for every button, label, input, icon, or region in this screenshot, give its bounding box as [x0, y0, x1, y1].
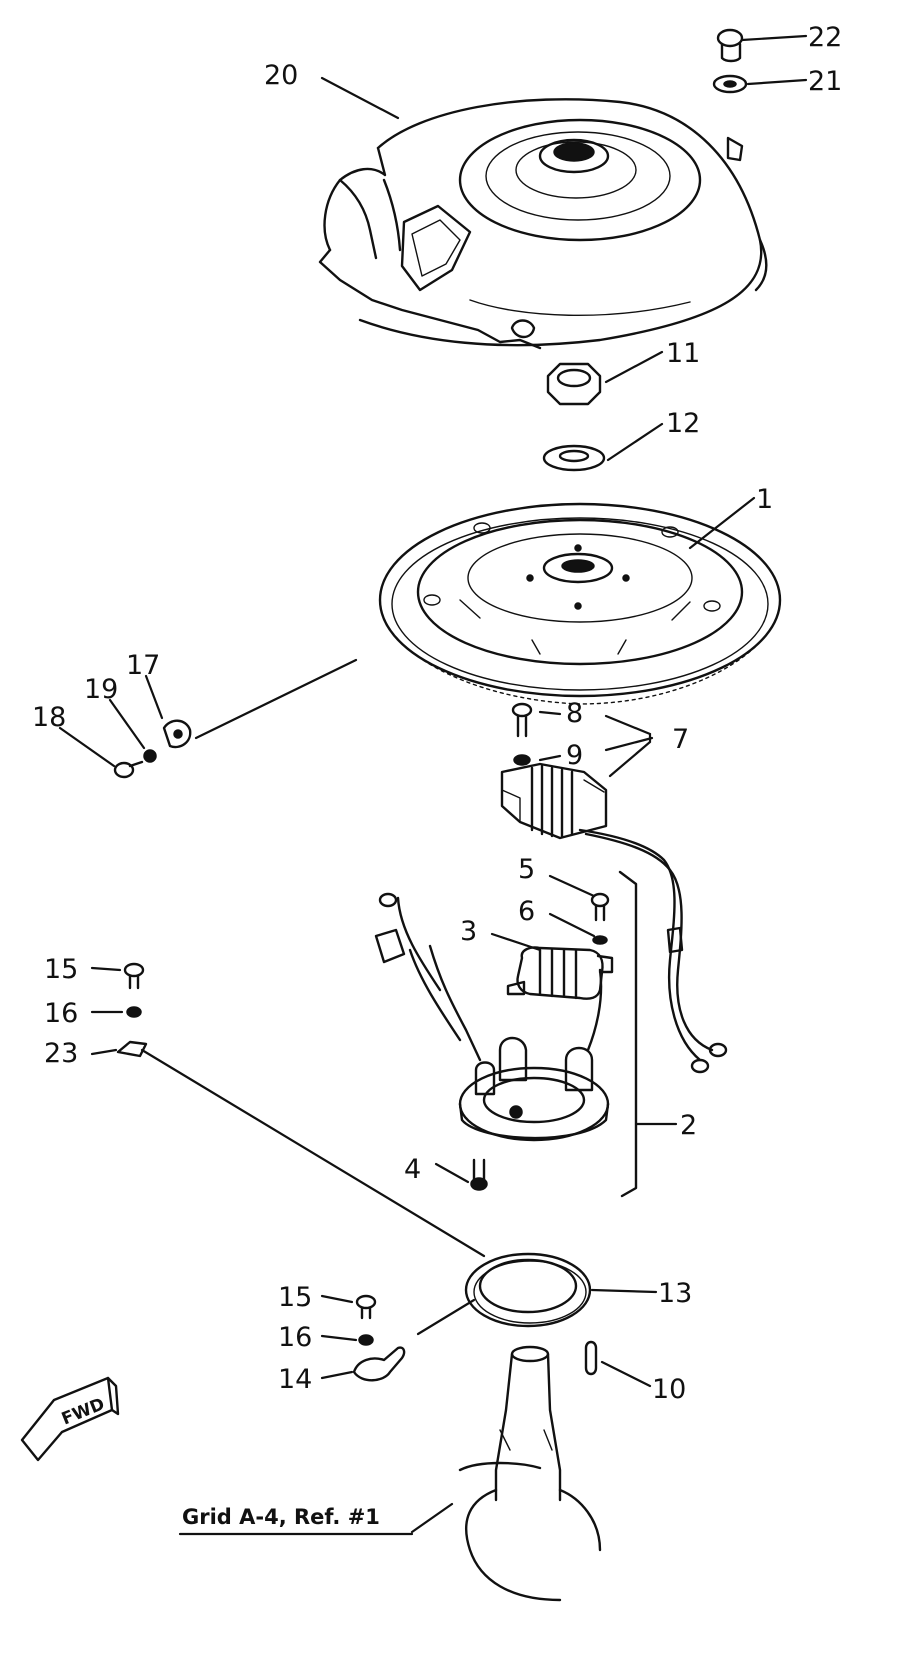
lock-washer-part: [143, 749, 157, 763]
cover-bolt-part: [716, 28, 744, 63]
charge-coil-part: [500, 762, 728, 1074]
callout-16-lower: 16: [278, 1322, 312, 1353]
callout-13: 13: [658, 1278, 692, 1309]
callout-17: 17: [126, 650, 160, 681]
retainer-clamp-part: [116, 1040, 148, 1058]
callout-5: 5: [518, 854, 535, 885]
callout-6: 6: [518, 896, 535, 927]
seal-ring-part: [464, 1252, 592, 1328]
retainer-washer-part: [126, 1006, 142, 1018]
callout-3: 3: [460, 916, 477, 947]
callout-2: 2: [680, 1110, 697, 1141]
reference-note: Grid A-4, Ref. #1: [178, 1505, 414, 1536]
callout-8: 8: [566, 698, 583, 729]
lighting-coil-screw-part: [590, 892, 610, 922]
callout-11: 11: [666, 338, 700, 369]
charge-coil-washer-part: [513, 754, 531, 766]
clip-screw-part: [113, 760, 144, 779]
callout-9: 9: [566, 740, 583, 771]
fwd-label: FWD: [59, 1394, 108, 1429]
stator-screw-part: [470, 1158, 488, 1191]
callout-12: 12: [666, 408, 700, 439]
woodruff-key-part: [584, 1340, 598, 1376]
retainer-bolt-part: [123, 962, 145, 990]
clamp-bolt-part: [355, 1294, 377, 1320]
callout-10: 10: [652, 1374, 686, 1405]
fwd-arrow-icon: FWD: [20, 1376, 120, 1462]
stator-group-bracket: [618, 870, 638, 1198]
clamp-washer-part: [358, 1334, 374, 1346]
flywheel-part: [378, 502, 782, 705]
callout-labels: 22 21 20 11 12 1 17 19 18 8 9 7 5 6 3 15…: [32, 22, 842, 1405]
flywheel-washer-part: [542, 444, 606, 472]
crankshaft-part: [458, 1345, 602, 1602]
reference-note-text: Grid A-4, Ref. #1: [182, 1505, 380, 1529]
cover-washer-part: [712, 74, 748, 94]
callout-15-upper: 15: [44, 954, 78, 985]
callout-7: 7: [672, 724, 689, 755]
callout-16-upper: 16: [44, 998, 78, 1029]
stator-assembly-part: [374, 892, 610, 1142]
leader-lines: [58, 34, 808, 1534]
callout-21: 21: [808, 66, 842, 97]
callout-4: 4: [404, 1154, 421, 1185]
callout-1: 1: [756, 484, 773, 515]
bracket-clip-part: [162, 719, 192, 749]
callout-23: 23: [44, 1038, 78, 1069]
flywheel-cover-part: [318, 98, 768, 350]
seal-clamp-part: [352, 1346, 406, 1382]
callout-15-lower: 15: [278, 1282, 312, 1313]
lighting-coil-washer-part: [592, 935, 608, 945]
callout-14: 14: [278, 1364, 312, 1395]
charge-coil-screw-part: [511, 702, 533, 738]
callout-22: 22: [808, 22, 842, 53]
callout-18: 18: [32, 702, 66, 733]
callout-19: 19: [84, 674, 118, 705]
lighting-coil-part: [506, 946, 614, 1000]
flywheel-nut-part: [546, 362, 602, 406]
callout-20: 20: [264, 60, 298, 91]
